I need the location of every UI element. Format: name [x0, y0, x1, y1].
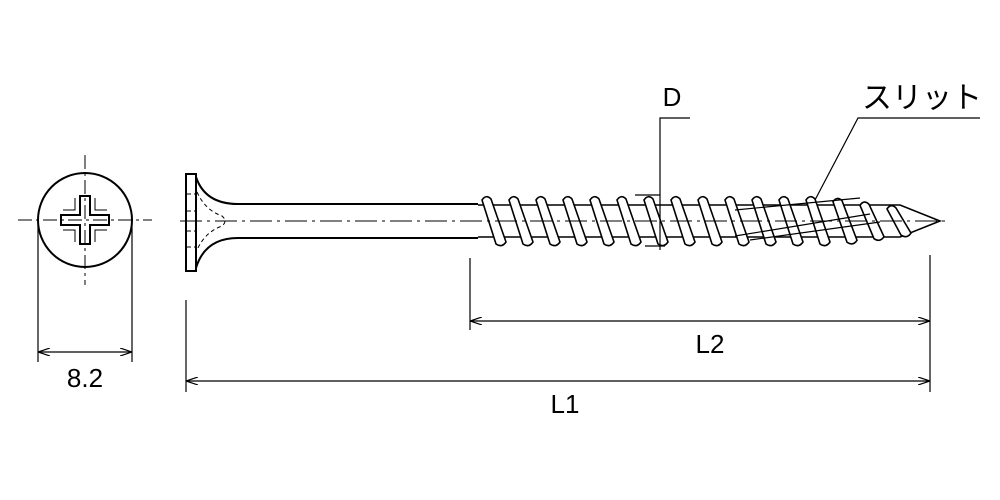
thread-length-label: L2 [696, 329, 725, 359]
thread-length-dimension [469, 255, 931, 392]
slit-leader-line [814, 117, 980, 201]
head-diameter-label: 8.2 [67, 363, 103, 393]
overall-length-label: L1 [551, 389, 580, 419]
slit-label: スリット [862, 81, 982, 116]
screw-side-view [180, 173, 945, 272]
diameter-dimension [635, 117, 690, 250]
thread-turn [724, 195, 750, 247]
head-top-view [18, 155, 152, 285]
diameter-label: D [663, 82, 682, 112]
head-diameter-dimension [37, 225, 133, 362]
thread-turn [481, 195, 507, 247]
thread-turn [508, 195, 534, 247]
thread-turn [751, 195, 777, 247]
overall-length-dimension [185, 300, 929, 392]
